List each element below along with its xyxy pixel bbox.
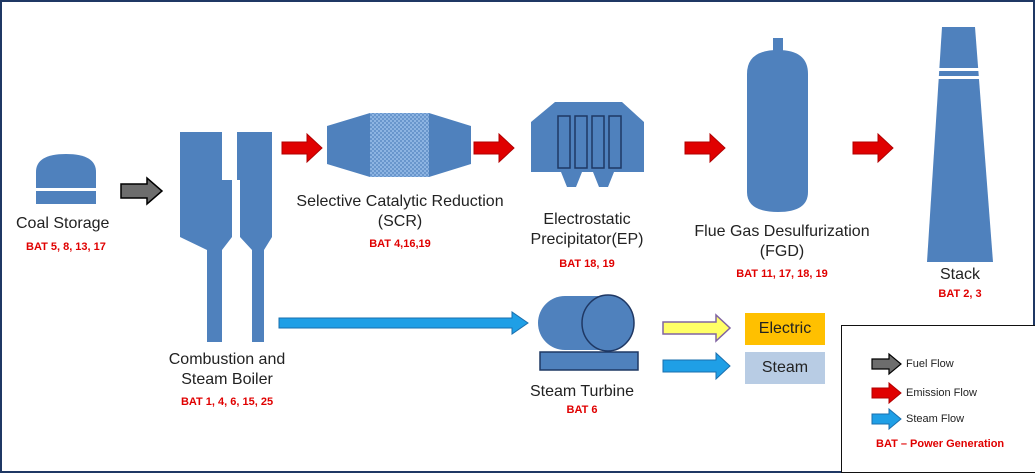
legend-steam-swatch [871,407,902,431]
boiler-icon [180,132,272,342]
fgd-bat: BAT 11, 17, 18, 19 [736,268,828,280]
steam-flow-arrow [662,351,731,381]
fuel-flow-arrow [120,176,164,206]
dome-silo-icon [36,154,96,204]
scr-label-line-1: Selective Catalytic Reduction [296,193,504,210]
legend-item-label: Fuel Flow [906,358,954,370]
ep-bat: BAT 18, 19 [559,258,615,270]
ep-label-line-1: Electrostatic [543,211,631,228]
scr-label-line-2: (SCR) [377,213,423,230]
legend-title: BAT – Power Generation [876,438,1005,450]
coal-storage-label: Coal Storage [16,215,110,232]
fgd-label-line-1: Flue Gas Desulfurization [694,223,870,240]
fgd-tower-icon [747,38,808,212]
emission-flow-arrow [281,132,323,164]
emission-flow-arrow [684,132,726,164]
electric-flow-arrow [662,313,732,343]
fgd-label-line-2: (FGD) [759,243,805,260]
boiler-label: Combustion and Steam Boiler [132,350,322,390]
legend-fuel-swatch [871,352,902,376]
steam-flow-arrow [278,311,529,335]
boiler-label-line-1: Combustion and [168,351,286,368]
stack-bat: BAT 2, 3 [938,288,982,300]
boiler-label-line-2: Steam Boiler [181,371,273,388]
coal-storage-bat: BAT 5, 8, 13, 17 [26,241,106,253]
stack-label: Stack [939,266,980,283]
turbine-bat: BAT 6 [566,404,598,416]
legend-item-label: Steam Flow [906,413,965,425]
stack-icon [927,27,993,262]
precipitator-icon [531,102,644,187]
turbine-icon [538,294,639,371]
scr-bat: BAT 4,16,19 [369,238,431,250]
emission-flow-arrow [852,132,894,164]
legend-emission-swatch [871,381,902,405]
legend-item-label: Emission Flow [906,387,977,399]
legend: Fuel Flow Emission Flow Steam Flow BAT –… [841,325,1035,473]
fgd-label: Flue Gas Desulfurization (FGD) [672,222,892,262]
emission-flow-arrow [473,132,515,164]
ep-label: Electrostatic Precipitator(EP) [517,210,657,250]
legend-swatches [871,352,902,431]
boiler-bat: BAT 1, 4, 6, 15, 25 [180,396,274,408]
steam-output-box: Steam [745,352,825,384]
turbine-label: Steam Turbine [529,383,635,400]
electric-output-box: Electric [745,313,825,345]
ep-label-line-2: Precipitator(EP) [530,231,644,248]
scr-label: Selective Catalytic Reduction (SCR) [284,192,516,232]
scr-reactor-icon [327,113,471,177]
